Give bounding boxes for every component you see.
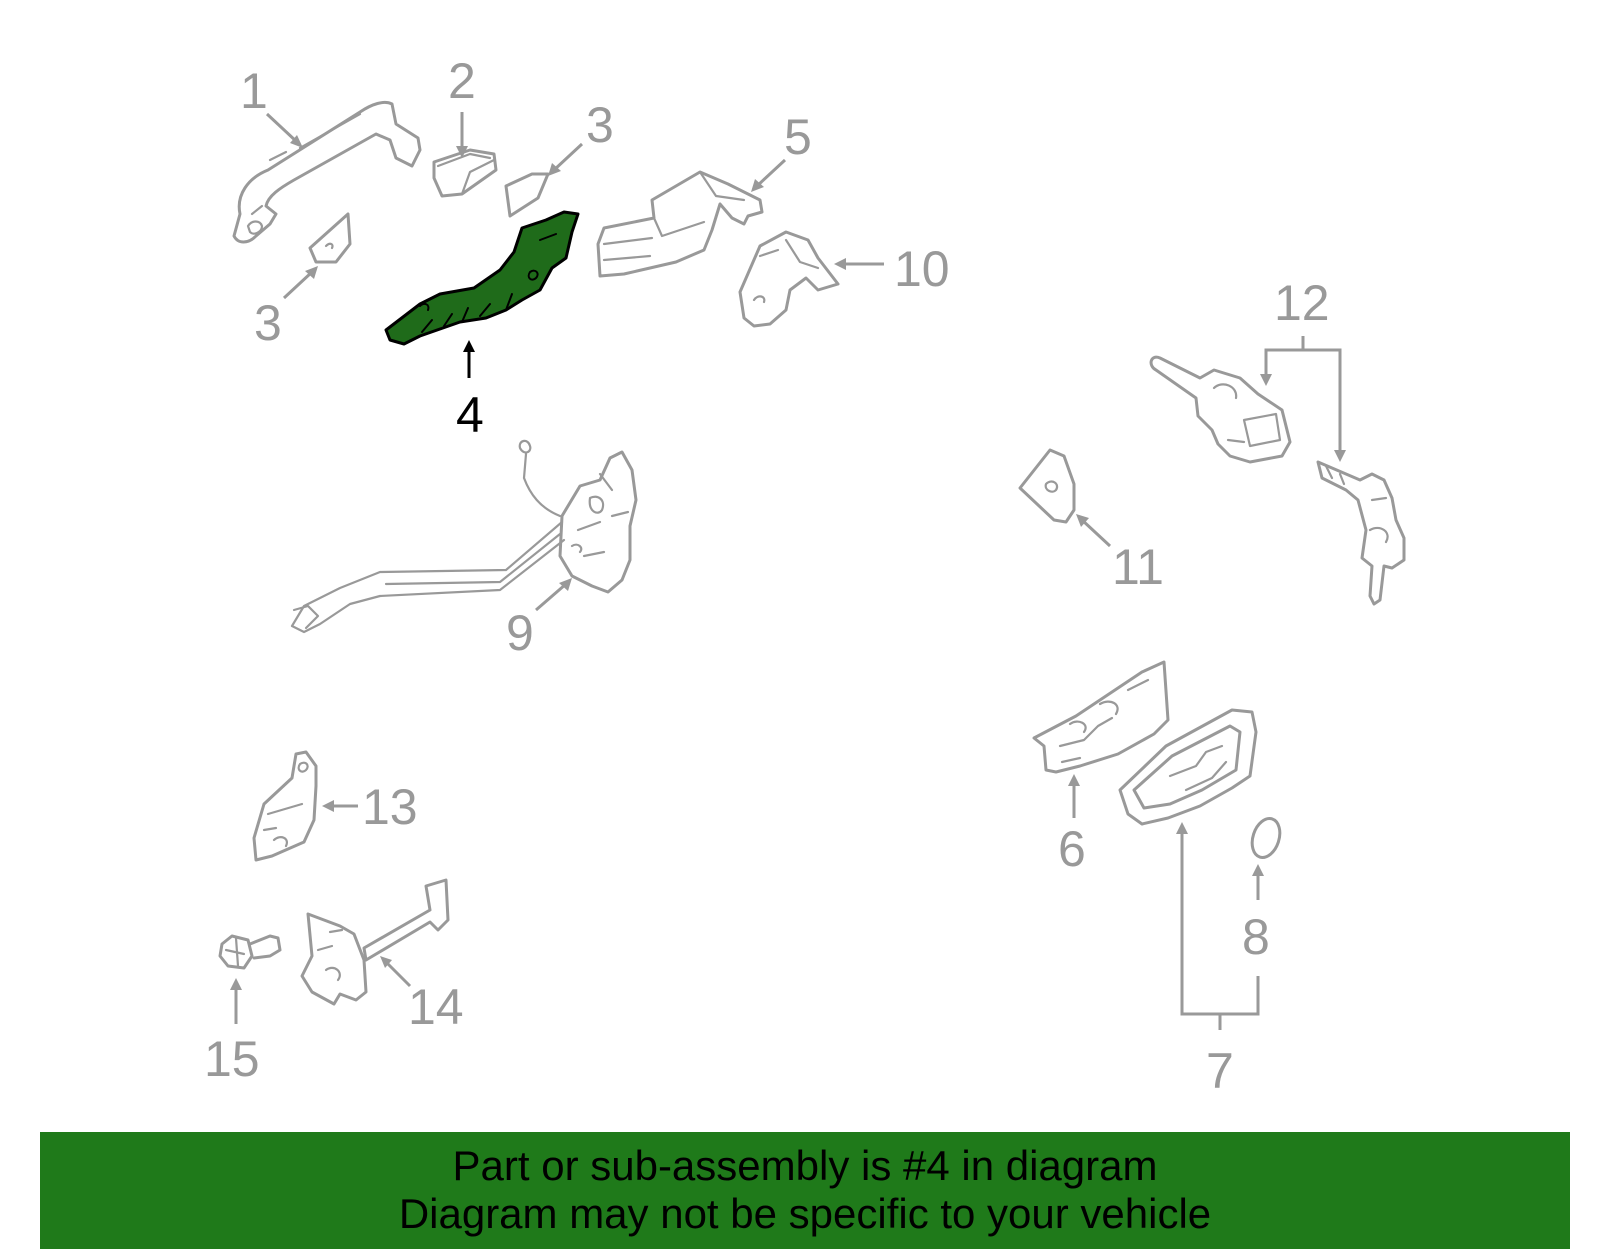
info-banner: Part or sub-assembly is #4 in diagram Di…: [40, 1132, 1570, 1249]
callout-7: 7: [1206, 1043, 1234, 1099]
part-7-bezel: [1118, 708, 1258, 826]
callout-6: 6: [1058, 821, 1086, 877]
banner-line-disclaimer: Diagram may not be specific to your vehi…: [398, 1190, 1212, 1237]
part-5-bracket: [596, 170, 764, 278]
callout-8: 8: [1242, 909, 1270, 965]
callout-3-lower: 3: [254, 295, 282, 351]
callout-2: 2: [448, 53, 476, 109]
part-10-bracket: [738, 230, 840, 328]
parts-diagram: 1 2 3 3 4 5 10 12 11 9 13 6 8 14 15 7: [204, 53, 1406, 1099]
part-6-inner-handle: [1032, 660, 1170, 774]
part-11-bracket: [1018, 448, 1076, 524]
callout-3-upper: 3: [586, 97, 614, 153]
callout-4: 4: [456, 387, 484, 443]
callout-12: 12: [1274, 275, 1330, 331]
part-15-bolt: [218, 934, 282, 970]
callout-1: 1: [240, 63, 268, 119]
banner-line-part: Part or sub-assembly is #4 in diagram: [452, 1142, 1158, 1189]
part-4-handle-base-highlighted: [384, 210, 580, 346]
callout-labels: 1 2 3 3 4 5 10 12 11 9 13 6 8 14 15 7: [204, 53, 1330, 1099]
part-12-lock-cylinder-keys: [1149, 355, 1406, 606]
callout-13: 13: [362, 779, 418, 835]
callout-11: 11: [1112, 539, 1164, 595]
callout-9: 9: [506, 605, 534, 661]
part-13-bracket: [252, 750, 318, 862]
part-9-latch-assembly: [290, 439, 638, 634]
part-3-gasket-lower: [308, 212, 352, 264]
callout-14: 14: [408, 979, 464, 1035]
part-8-ring: [1250, 817, 1282, 859]
callout-15: 15: [204, 1031, 260, 1087]
part-14-door-check: [300, 878, 450, 1006]
part-2-cap: [432, 148, 498, 198]
callout-10: 10: [894, 241, 950, 297]
part-3-gasket-upper: [504, 172, 550, 218]
leader-lines: [230, 112, 1346, 1030]
part-1-outer-handle: [232, 100, 422, 244]
callout-5: 5: [784, 109, 812, 165]
